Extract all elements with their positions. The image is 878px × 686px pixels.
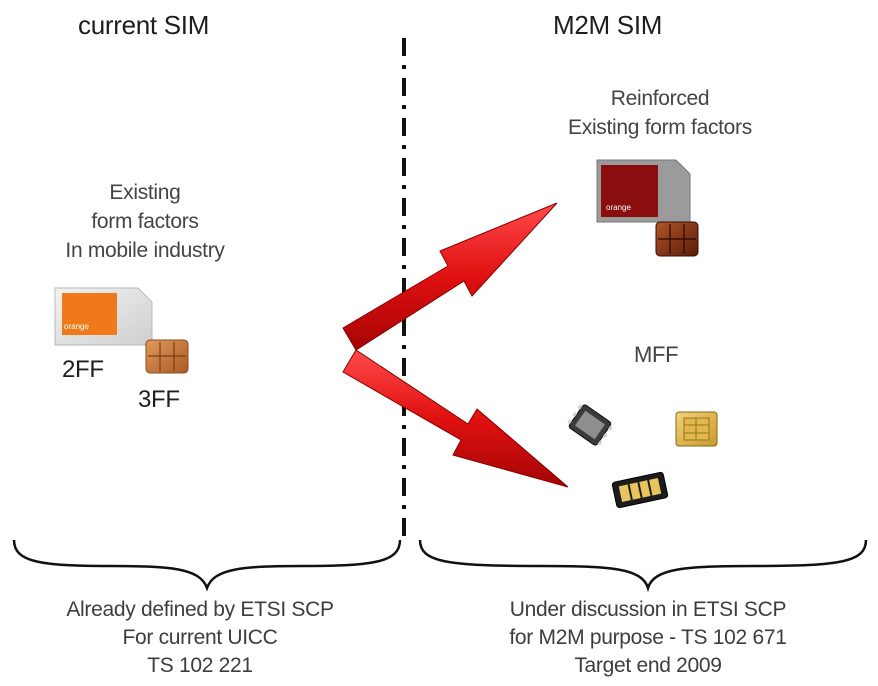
right-footer-3: Target end 2009 [574,654,722,677]
label-mff: MFF [634,342,679,367]
right-footer-2: for M2M purpose - TS 102 671 [509,626,787,649]
right-footer-1: Under discussion in ETSI SCP [509,598,787,621]
left-desc-2: form factors [91,210,199,233]
right-desc-1: Reinforced [610,87,710,110]
left-desc-1: Existing [109,181,181,204]
reinforced-sim-icon [596,159,691,223]
left-footer-3: TS 102 221 [147,654,253,677]
left-footer-2: For current UICC [122,626,278,649]
mff-chip-gold-icon [675,411,718,447]
sim-2ff-icon [54,287,153,346]
mff-chip-gray-icon [567,404,613,446]
reinforced-sim-brand-text: orange [606,203,631,212]
arrow-down-icon [342,349,569,488]
left-title: current SIM [78,10,210,40]
sim-3ff-chip-icon [145,339,189,374]
label-3ff: 3FF [138,386,180,413]
arrow-up-icon [342,202,558,351]
right-title: M2M SIM [553,10,663,40]
left-desc-3: In mobile industry [65,239,225,262]
right-brace [418,539,868,593]
left-footer-1: Already defined by ETSI SCP [66,598,334,621]
right-desc-2: Existing form factors [568,116,752,139]
reinforced-chip-icon [655,221,699,257]
left-brace [12,539,402,592]
sim-2ff-brand-text: orange [64,322,89,331]
mff-chip-black-icon [611,471,669,509]
label-2ff: 2FF [62,356,104,383]
